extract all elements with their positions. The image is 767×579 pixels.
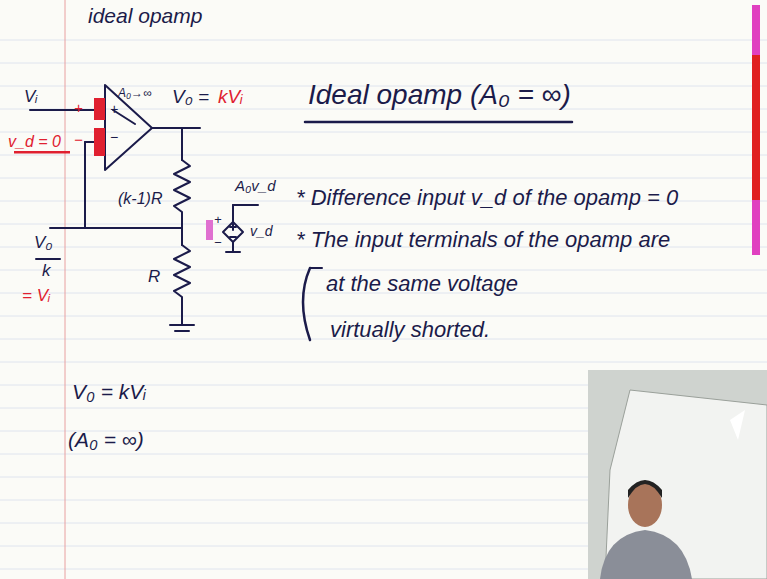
- signal-name: Vᵢ: [24, 88, 37, 107]
- signal-name: kVᵢ: [218, 87, 243, 108]
- component-value: (k-1)R: [118, 190, 162, 208]
- polarity-sign: −: [74, 132, 83, 149]
- polarity-sign: +: [214, 213, 222, 227]
- gain-label: A₀→∞: [118, 87, 152, 100]
- signal-name: V₀ =: [172, 87, 209, 108]
- bullet-note: * Difference input v_d of the opamp = 0: [296, 186, 678, 210]
- pin-sign: +: [110, 102, 118, 117]
- polarity-sign: −: [214, 236, 222, 250]
- component-value: R: [148, 268, 160, 287]
- signal-name: v_d: [250, 224, 273, 239]
- polarity-sign: +: [74, 100, 83, 117]
- bullet-note: virtually shorted.: [330, 318, 490, 342]
- condition-note: (A₀ = ∞): [68, 428, 144, 451]
- source-label: A₀v_d: [235, 178, 276, 195]
- pin-sign: −: [110, 130, 118, 145]
- bullet-note: at the same voltage: [326, 272, 518, 296]
- signal-name: v_d = 0: [8, 133, 61, 151]
- signal-name: = Vᵢ: [22, 287, 50, 306]
- signal-name: k: [42, 262, 51, 281]
- heading-note: ideal opamp: [88, 4, 202, 27]
- equation: V₀ = kVᵢ: [72, 380, 146, 403]
- page-title: Ideal opamp (A₀ = ∞): [308, 80, 571, 111]
- signal-name: V₀: [34, 234, 53, 253]
- bullet-note: * The input terminals of the opamp are: [296, 228, 670, 252]
